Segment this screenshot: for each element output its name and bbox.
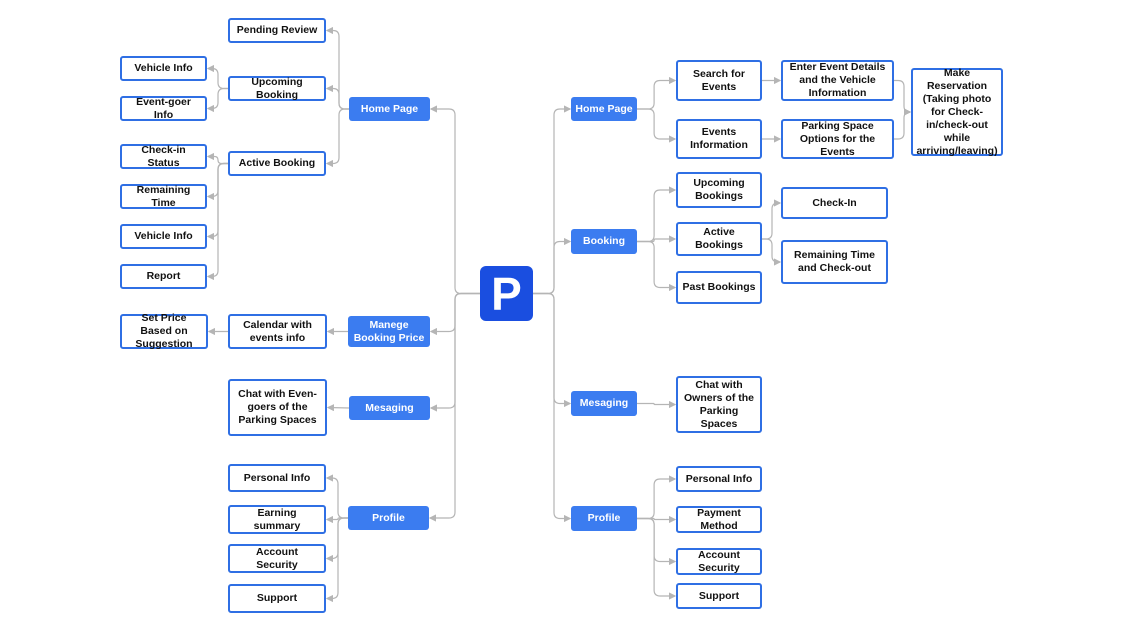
active-bookings-node[interactable]: Active Bookings [676,222,762,256]
connector-line [637,515,677,524]
connector-line [325,108,349,168]
enter-event-details-node[interactable]: Enter Event Details and the Vehicle Info… [781,60,894,101]
connector-line [762,238,782,266]
left-profile-node[interactable]: Profile [348,506,429,530]
connector-line [325,474,348,519]
left-home-page-node[interactable]: Home Page [349,97,430,121]
remaining-time-checkout-node[interactable]: Remaining Time and Check-out [781,240,888,284]
vehicle-info-node[interactable]: Vehicle Info [120,56,207,81]
check-in-node[interactable]: Check-In [781,187,888,219]
connector-line [637,475,677,520]
parking-logo-icon: P [480,266,533,321]
support-node[interactable]: Support [228,584,326,613]
connector-line [206,87,228,113]
event-goer-info-node[interactable]: Event-goer Info [120,96,207,121]
connector-line [637,108,677,143]
earning-summary-node[interactable]: Earning summary [228,505,326,534]
chat-owners-node[interactable]: Chat with Owners of the Parking Spaces [676,376,762,433]
chat-eventgoers-node[interactable]: Chat with Even-goers of the Parking Spac… [228,379,327,436]
set-price-node[interactable]: Set Price Based on Suggestion [120,312,208,350]
connector-line [429,105,480,295]
right-messaging-node[interactable]: Mesaging [571,391,637,416]
manage-booking-price-node[interactable]: Manege Booking Price [348,316,430,347]
connector-line [637,235,677,243]
connector-line [637,186,677,243]
connector-line [637,517,677,566]
connector-line [533,237,572,295]
right-support-node[interactable]: Support [676,583,762,609]
right-account-security-node[interactable]: Account Security [676,548,762,575]
connector-line [325,26,349,110]
booking-node[interactable]: Booking [571,229,637,254]
connector-line [206,64,228,90]
right-personal-info-node[interactable]: Personal Info [676,466,762,492]
payment-method-node[interactable]: Payment Method [676,506,762,533]
remaining-time-node[interactable]: Remaining Time [120,184,207,209]
connector-line [325,84,349,110]
pending-review-node[interactable]: Pending Review [228,18,326,43]
calendar-events-info-node[interactable]: Calendar with events info [228,314,327,349]
make-reservation-node[interactable]: Make Reservation (Taking photo for Check… [911,67,1003,157]
connector-line [637,76,677,110]
right-profile-node[interactable]: Profile [571,506,637,531]
report-node[interactable]: Report [120,264,207,289]
connector-line [533,105,572,295]
account-security-node[interactable]: Account Security [228,544,326,573]
connector-line [325,515,348,524]
connector-line [894,79,912,116]
active-booking-node[interactable]: Active Booking [228,151,326,176]
connector-line [637,517,677,600]
connector-line [428,292,480,522]
search-events-node[interactable]: Search for Events [676,60,762,101]
left-messaging-node[interactable]: Mesaging [349,396,430,420]
connector-line [533,292,572,523]
right-home-page-node[interactable]: Home Page [571,97,637,121]
connector-line [325,517,348,603]
events-information-node[interactable]: Events Information [676,119,762,159]
connector-line [533,292,572,408]
check-in-status-node[interactable]: Check-in Status [120,144,207,169]
personal-info-node[interactable]: Personal Info [228,464,326,492]
upcoming-bookings-node[interactable]: Upcoming Bookings [676,172,762,208]
upcoming-booking-node[interactable]: Upcoming Booking [228,76,326,101]
connector-line [206,162,228,281]
connector-line [762,199,782,240]
connector-line [894,108,912,140]
past-bookings-node[interactable]: Past Bookings [676,271,762,304]
connector-line [206,152,228,165]
connector-line [637,400,677,409]
connector-line [326,404,350,412]
connector-line [637,240,677,292]
vehicle-info-active-node[interactable]: Vehicle Info [120,224,207,249]
parking-space-options-node[interactable]: Parking Space Options for the Events [781,119,894,159]
